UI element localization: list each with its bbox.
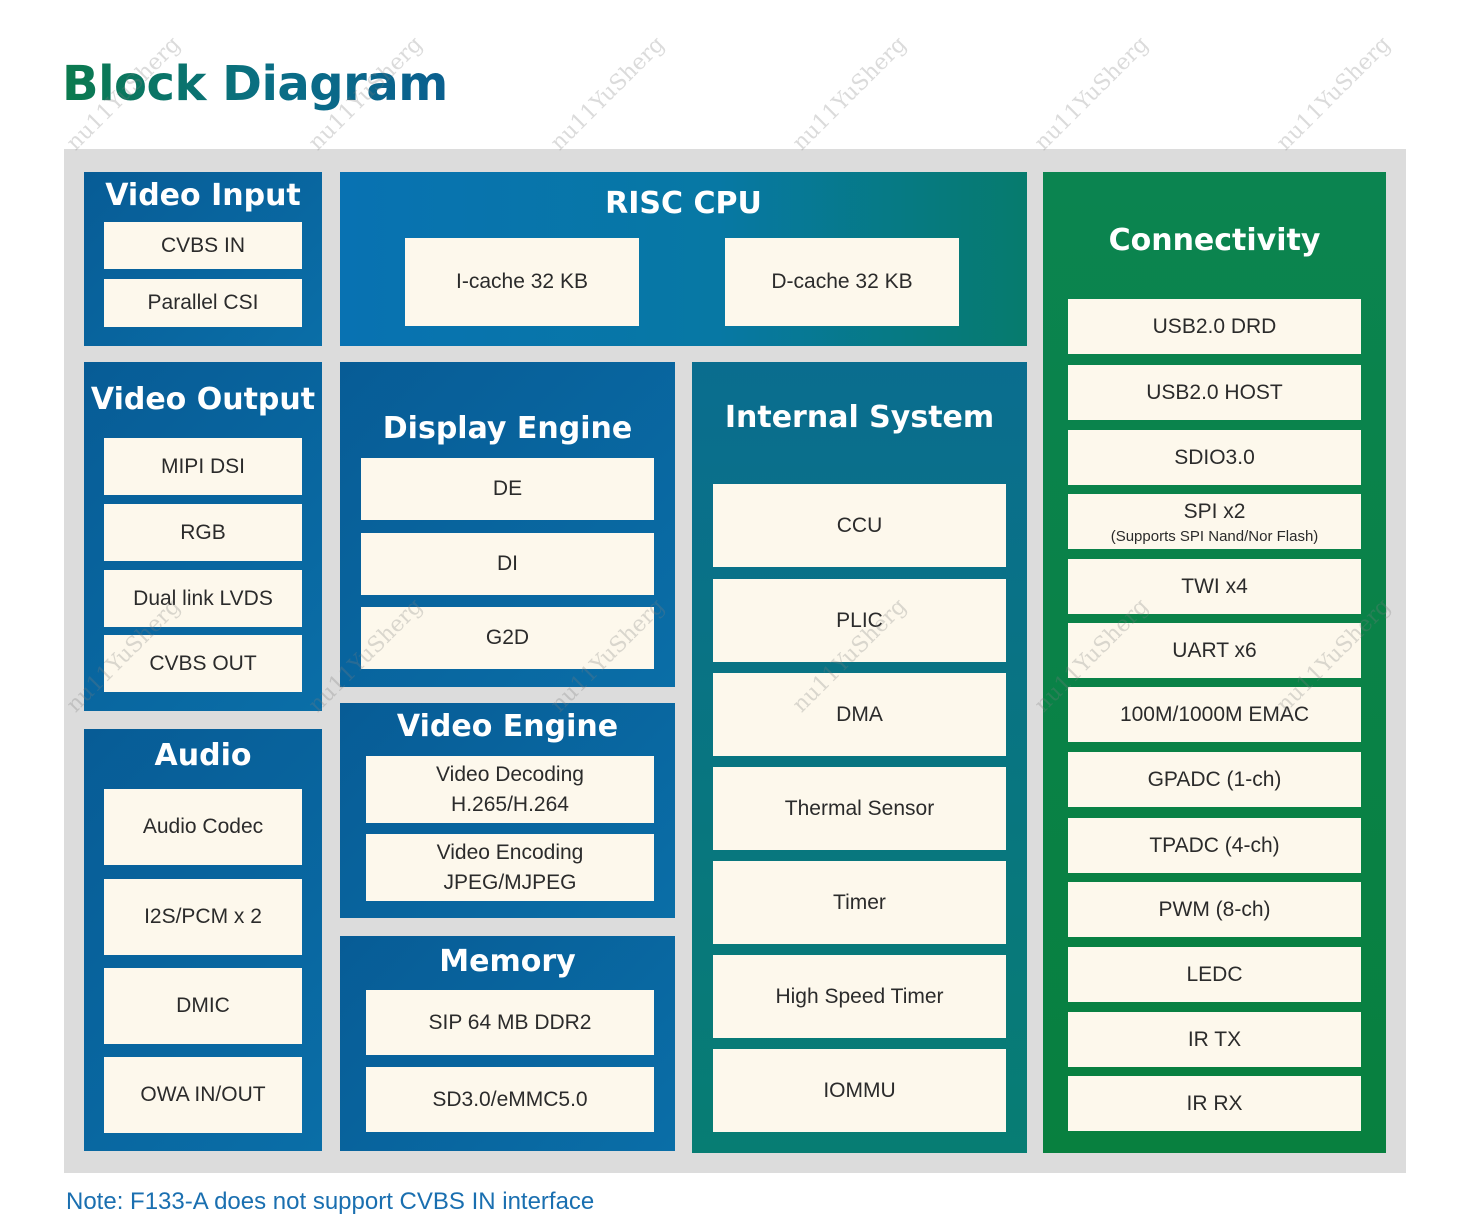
internal-system-title: Internal System — [724, 400, 995, 435]
video-output-title: Video Output — [90, 382, 316, 417]
connectivity-item: TWI x4 — [1068, 559, 1361, 614]
connectivity-item: PWM (8-ch) — [1068, 882, 1361, 937]
audio-item: OWA IN/OUT — [104, 1057, 302, 1133]
display-engine-item: DI — [361, 533, 654, 595]
audio-title: Audio — [154, 738, 252, 773]
watermark: nu11YuSherg — [788, 31, 912, 156]
page-title: Block Diagram — [62, 56, 448, 112]
video-output-item: Dual link LVDS — [104, 570, 302, 627]
video-encoding-item: Video Encoding JPEG/MJPEG — [366, 834, 654, 901]
watermark: nu11YuSherg — [1272, 31, 1396, 156]
video-output-block: Video Output MIPI DSI RGB Dual link LVDS… — [84, 362, 322, 711]
audio-item: Audio Codec — [104, 789, 302, 865]
audio-block: Audio Audio Codec I2S/PCM x 2 DMIC OWA I… — [84, 729, 322, 1151]
internal-system-item: PLIC — [713, 579, 1006, 662]
video-decoding-codecs: H.265/H.264 — [451, 792, 569, 816]
audio-item: DMIC — [104, 968, 302, 1044]
memory-block: Memory SIP 64 MB DDR2 SD3.0/eMMC5.0 — [340, 936, 675, 1151]
internal-system-item: IOMMU — [713, 1049, 1006, 1132]
connectivity-item: UART x6 — [1068, 623, 1361, 678]
connectivity-item: LEDC — [1068, 947, 1361, 1002]
memory-item: SD3.0/eMMC5.0 — [366, 1067, 654, 1132]
video-decoding-item: Video Decoding H.265/H.264 — [366, 756, 654, 823]
connectivity-item: TPADC (4-ch) — [1068, 818, 1361, 873]
connectivity-item: SDIO3.0 — [1068, 430, 1361, 485]
video-input-item: CVBS IN — [104, 222, 302, 269]
spi-support-note: (Supports SPI Nand/Nor Flash) — [1110, 527, 1319, 545]
internal-system-item: Timer — [713, 861, 1006, 944]
memory-title: Memory — [439, 944, 576, 979]
video-input-block: Video Input CVBS IN Parallel CSI — [84, 172, 322, 346]
risc-cpu-title: RISC CPU — [605, 186, 762, 221]
internal-system-item: High Speed Timer — [713, 955, 1006, 1038]
connectivity-block: Connectivity USB2.0 DRD USB2.0 HOST SDIO… — [1043, 172, 1386, 1153]
audio-item: I2S/PCM x 2 — [104, 879, 302, 955]
footnote: Note: F133-A does not support CVBS IN in… — [66, 1188, 595, 1215]
connectivity-item: GPADC (1-ch) — [1068, 752, 1361, 807]
internal-system-item: CCU — [713, 484, 1006, 567]
internal-system-item: Thermal Sensor — [713, 767, 1006, 850]
display-engine-title: Display Engine — [382, 411, 633, 446]
display-engine-item: G2D — [361, 607, 654, 669]
connectivity-item: USB2.0 DRD — [1068, 299, 1361, 354]
connectivity-item: IR RX — [1068, 1076, 1361, 1131]
connectivity-item: IR TX — [1068, 1012, 1361, 1067]
video-engine-title: Video Engine — [396, 709, 619, 744]
video-decoding-label: Video Decoding — [436, 762, 584, 786]
video-output-item: RGB — [104, 504, 302, 561]
video-encoding-codecs: JPEG/MJPEG — [443, 870, 577, 894]
connectivity-item: 100M/1000M EMAC — [1068, 687, 1361, 742]
video-output-item: MIPI DSI — [104, 438, 302, 495]
watermark: nu11YuSherg — [546, 31, 670, 156]
cpu-cache-item: I-cache 32 KB — [405, 238, 639, 326]
video-output-item: CVBS OUT — [104, 635, 302, 692]
memory-item: SIP 64 MB DDR2 — [366, 990, 654, 1055]
connectivity-item-label: SPI x2 — [1183, 499, 1246, 523]
connectivity-item: USB2.0 HOST — [1068, 365, 1361, 420]
video-input-title: Video Input — [105, 178, 301, 213]
connectivity-title: Connectivity — [1108, 223, 1321, 258]
watermark: nu11YuSherg — [1030, 31, 1154, 156]
risc-cpu-block: RISC CPU I-cache 32 KB D-cache 32 KB — [340, 172, 1027, 346]
connectivity-spi-item: SPI x2 (Supports SPI Nand/Nor Flash) — [1068, 494, 1361, 549]
cpu-cache-item: D-cache 32 KB — [725, 238, 959, 326]
internal-system-block: Internal System CCU PLIC DMA Thermal Sen… — [692, 362, 1027, 1153]
display-engine-block: Display Engine DE DI G2D — [340, 362, 675, 687]
display-engine-item: DE — [361, 458, 654, 520]
internal-system-item: DMA — [713, 673, 1006, 756]
video-engine-block: Video Engine Video Decoding H.265/H.264 … — [340, 703, 675, 918]
video-encoding-label: Video Encoding — [436, 840, 584, 864]
video-input-item: Parallel CSI — [104, 279, 302, 327]
